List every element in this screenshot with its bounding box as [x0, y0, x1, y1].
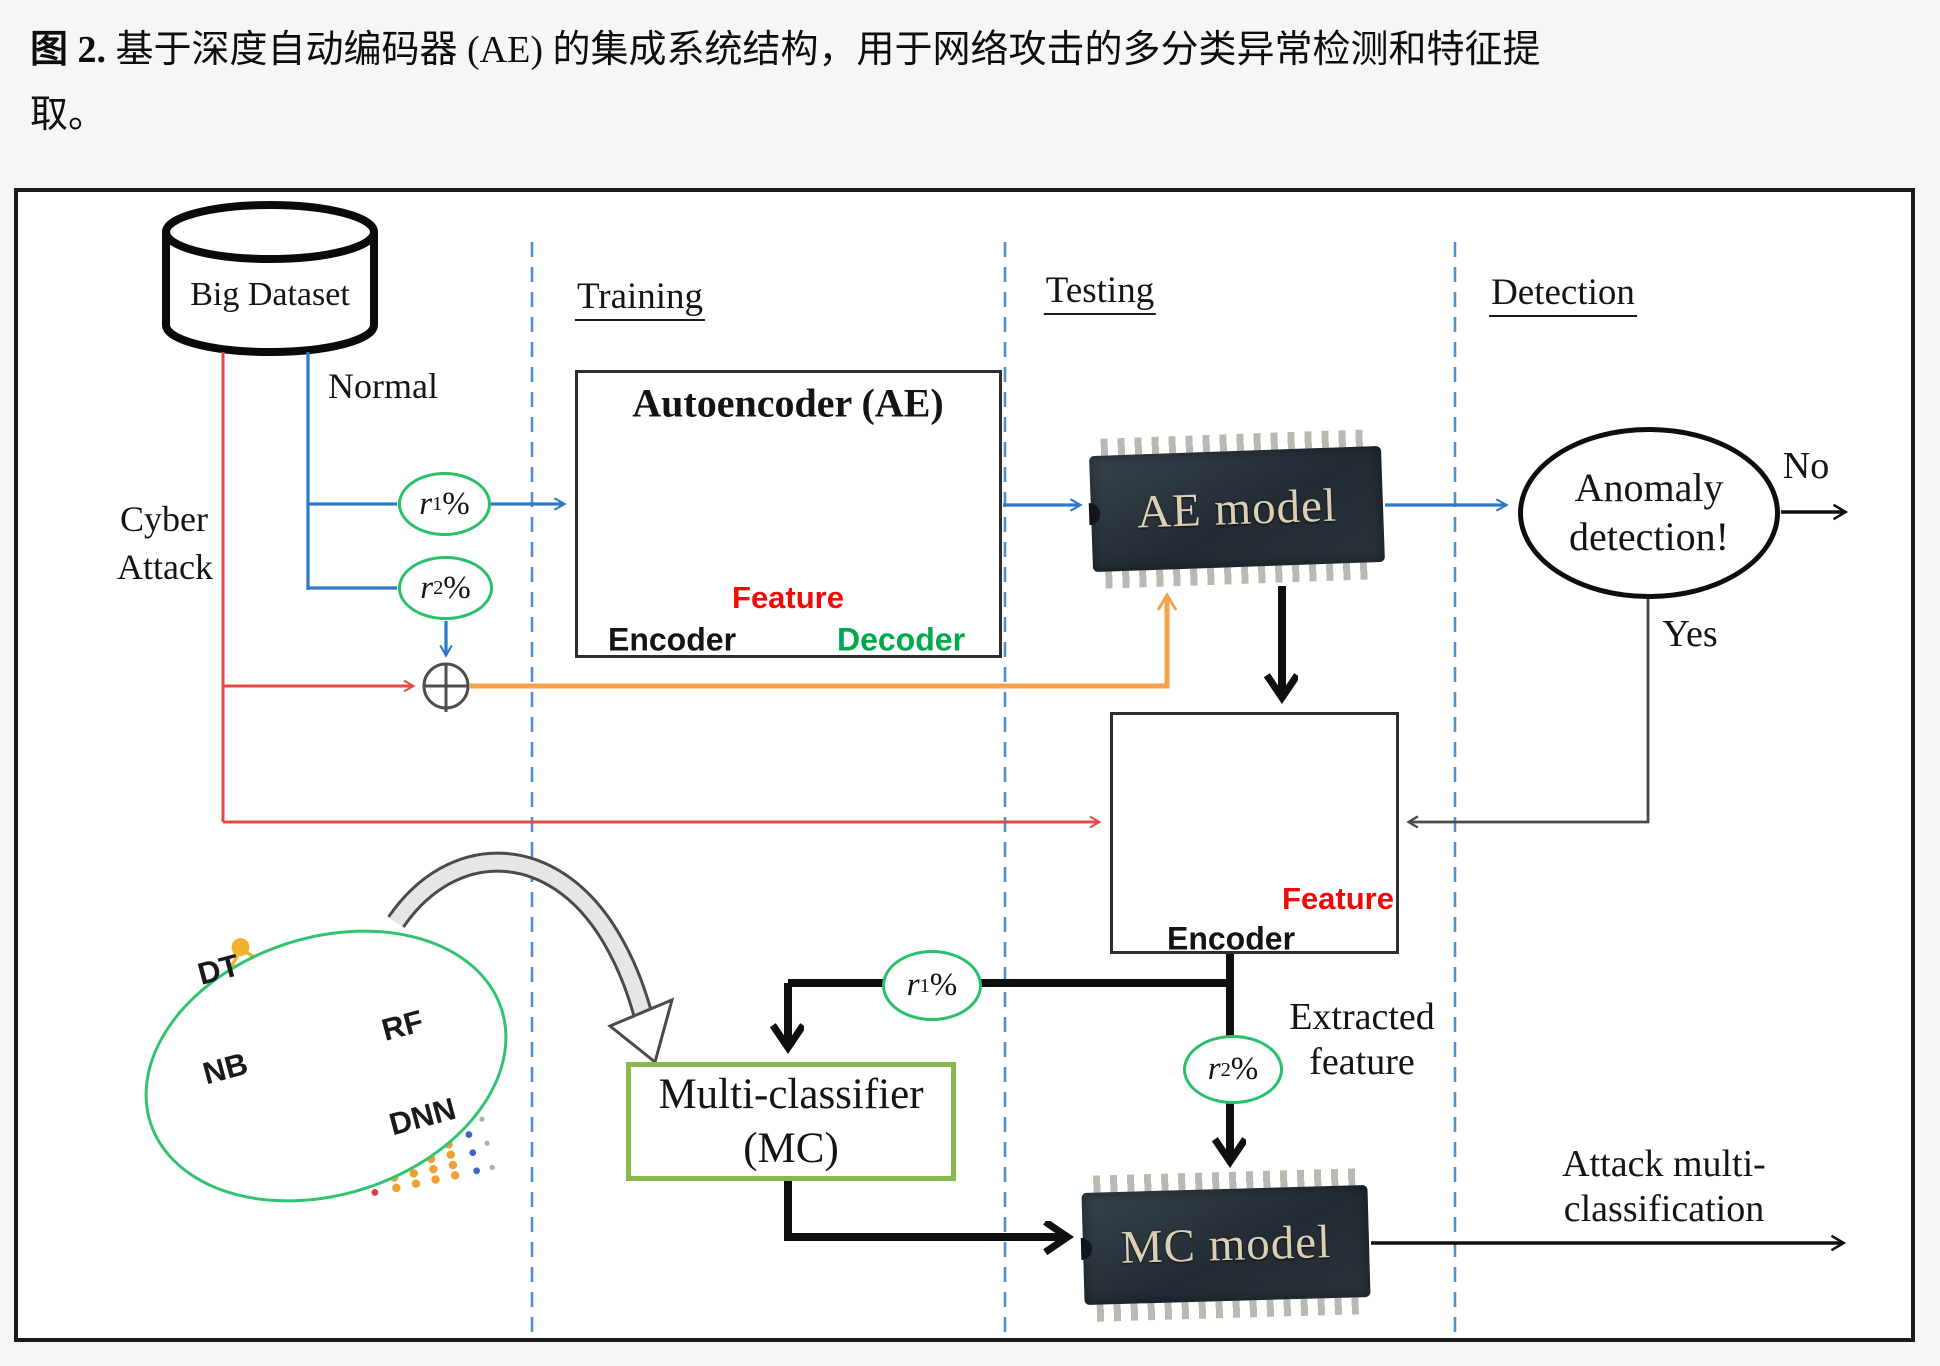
extracted-feature-label-1: Extracted	[1289, 996, 1435, 1038]
section-training: Training	[574, 275, 706, 321]
mc-chip-body: MC model	[1081, 1185, 1371, 1305]
mc-model-label: MC model	[1120, 1216, 1332, 1274]
anomaly-detection-node: Anomaly detection!	[1518, 427, 1780, 599]
mc-model-chip: MC model	[1081, 1168, 1371, 1322]
figure-caption-number: 图 2.	[30, 29, 107, 71]
section-detection: Detection	[1489, 271, 1637, 317]
attack-multiclassification-label-1: Attack multi-	[1562, 1143, 1766, 1185]
mc-box-line2: (MC)	[743, 1124, 839, 1172]
cyber-attack-label-1: Cyber	[120, 499, 208, 539]
attack-multiclassification-label-2: classification	[1563, 1188, 1765, 1230]
test-encoder-box	[1110, 712, 1399, 954]
autoencoder-title: Autoencoder (AE)	[632, 380, 944, 426]
cyber-attack-label-2: Attack	[117, 547, 213, 587]
ae-chip-body: AE model	[1089, 445, 1385, 573]
normal-label: Normal	[328, 366, 438, 406]
ae-encoder-label: Encoder	[607, 621, 737, 658]
section-testing: Testing	[1043, 269, 1157, 315]
mc-box-line1: Multi-classifier	[658, 1070, 924, 1118]
anomaly-line1: Anomaly	[1574, 465, 1724, 511]
anomaly-line2: detection!	[1569, 514, 1729, 559]
ae-model-chip: AE model	[1088, 429, 1385, 589]
anomaly-no-label: No	[1782, 445, 1830, 487]
encoder2-feature-label: Feature	[1282, 881, 1394, 916]
extracted-feature-label-2: feature	[1309, 1041, 1415, 1083]
autoencoder-box	[575, 370, 1002, 658]
big-dataset-label: Big Dataset	[190, 276, 350, 313]
anomaly-yes-label: Yes	[1662, 613, 1718, 655]
ae-decoder-label: Decoder	[836, 621, 966, 658]
figure-caption-text: 基于深度自动编码器 (AE) 的集成系统结构，用于网络攻击的多分类异常检测和特征…	[30, 29, 1541, 137]
multi-classifier-box: Multi-classifier (MC)	[626, 1062, 956, 1181]
ae-model-label: AE model	[1136, 479, 1338, 539]
figure-caption: 图 2. 基于深度自动编码器 (AE) 的集成系统结构，用于网络攻击的多分类异常…	[30, 18, 1610, 149]
ae-feature-label: Feature	[732, 580, 844, 615]
encoder2-label: Encoder	[1166, 920, 1296, 957]
